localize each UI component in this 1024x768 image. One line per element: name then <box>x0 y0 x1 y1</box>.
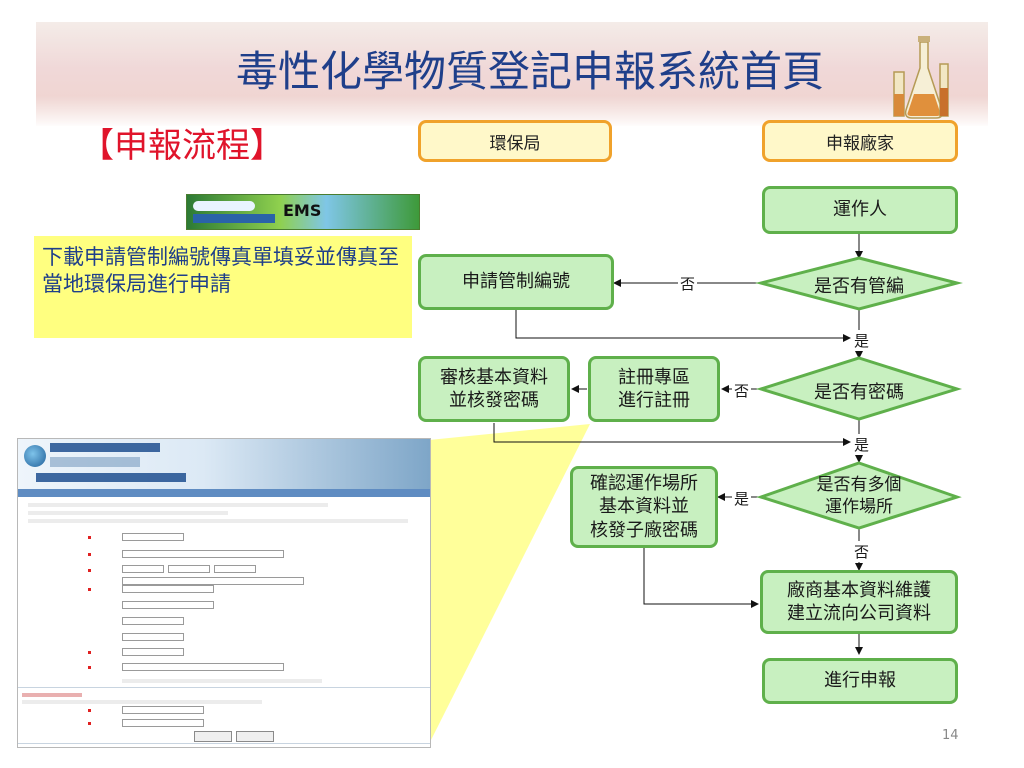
screenshot-separator <box>18 687 430 688</box>
instruction-note: 下載申請管制編號傳真單填妥並傳真至當地環保局進行申請 <box>34 236 412 338</box>
ems-logo-pill <box>193 201 255 211</box>
screenshot-required-mark <box>88 588 91 591</box>
lab-flask-icon <box>893 36 949 119</box>
screenshot-required-mark <box>88 651 91 654</box>
screenshot-nav-bar <box>18 489 430 497</box>
screenshot-required-mark <box>88 553 91 556</box>
edge-review-to-merge <box>493 423 851 446</box>
decision-has-control-label: 是否有管編 <box>814 276 904 297</box>
screenshot-required-mark <box>88 722 91 725</box>
screenshot-input <box>122 565 164 573</box>
screenshot-text-line <box>28 511 228 515</box>
edge-label-no-1: 否 <box>678 273 698 294</box>
screenshot-system-name-block <box>36 473 186 482</box>
node-report: 進行申報 <box>762 658 958 704</box>
section-title: 【申報流程】 <box>80 126 284 166</box>
ems-logo: EMS <box>186 194 420 230</box>
screenshot-required-mark <box>88 536 91 539</box>
edge-label-no-3: 否 <box>852 541 872 562</box>
edge-label-yes-1: 是 <box>852 330 872 351</box>
ems-logo-text: EMS <box>283 201 322 220</box>
screenshot-text-line <box>28 503 328 507</box>
edge-label-yes-2: 是 <box>852 434 872 455</box>
ems-logo-bar <box>193 214 275 223</box>
screenshot-footer-line <box>18 743 430 744</box>
screenshot-input <box>214 565 256 573</box>
decision-has-password-label: 是否有密碼 <box>814 382 904 403</box>
callout-wedge <box>429 424 590 744</box>
edge-label-yes-3: 是 <box>732 488 752 509</box>
screenshot-logo-icon <box>24 445 46 467</box>
decision-has-password <box>755 356 963 421</box>
screenshot-input <box>122 577 304 585</box>
screenshot-text-line <box>122 679 322 683</box>
screenshot-submit-button <box>194 731 232 742</box>
decision-multi-site <box>756 461 962 530</box>
page-title: 毒性化學物質登記申報系統首頁 <box>235 47 824 96</box>
screenshot-input <box>122 550 284 558</box>
node-apply-control-number: 申請管制編號 <box>418 254 614 310</box>
column-header-epb: 環保局 <box>418 120 612 162</box>
screenshot-input <box>122 663 284 671</box>
screenshot-input <box>122 601 214 609</box>
screenshot-title-block <box>50 443 160 452</box>
node-maintain: 廠商基本資料維護 建立流向公司資料 <box>760 570 958 634</box>
decision-has-control <box>755 256 963 311</box>
screenshot-input <box>122 617 184 625</box>
node-review: 審核基本資料 並核發密碼 <box>418 356 570 422</box>
screenshot-required-mark <box>88 666 91 669</box>
column-header-company: 申報廠家 <box>762 120 958 162</box>
screenshot-header <box>18 439 430 489</box>
screenshot-input <box>122 648 184 656</box>
screenshot-reset-button <box>236 731 274 742</box>
node-confirm-site: 確認運作場所 基本資料並 核發子廠密碼 <box>570 466 718 548</box>
edge-label-no-2: 否 <box>732 380 752 401</box>
embedded-website-screenshot <box>17 438 431 748</box>
screenshot-input <box>122 533 184 541</box>
screenshot-required-mark <box>88 569 91 572</box>
screenshot-input <box>122 719 204 727</box>
node-register: 註冊專區 進行註冊 <box>588 356 720 422</box>
screenshot-input <box>122 706 204 714</box>
edge-confirm-to-maintain <box>643 548 759 608</box>
node-operator: 運作人 <box>762 186 958 234</box>
page-number: 14 <box>942 728 959 743</box>
screenshot-text-line <box>22 700 262 704</box>
screenshot-input <box>168 565 210 573</box>
screenshot-input <box>122 633 184 641</box>
screenshot-warning-line <box>22 693 82 697</box>
screenshot-text-line <box>28 519 408 523</box>
decision-multi-site-label: 是否有多個 運作場所 <box>816 475 902 517</box>
edge-apply-to-merge <box>515 309 851 342</box>
screenshot-subtitle-block <box>50 457 140 467</box>
screenshot-input <box>122 585 214 593</box>
screenshot-required-mark <box>88 709 91 712</box>
